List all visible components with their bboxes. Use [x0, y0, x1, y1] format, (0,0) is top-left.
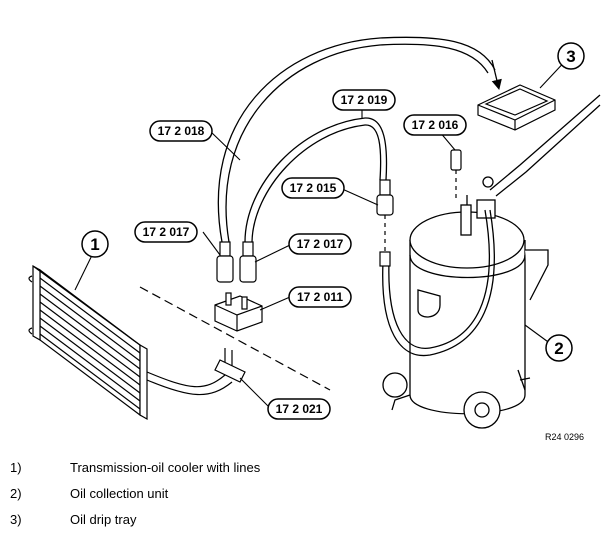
connector-17-2-015	[376, 179, 394, 216]
callout-17-2-016: 17 2 016	[412, 118, 459, 132]
callout-17-2-019: 17 2 019	[341, 93, 388, 107]
legend-number: 3)	[10, 512, 22, 527]
legend-item-1: 1) Transmission-oil cooler with lines	[0, 458, 601, 478]
legend-number: 2)	[10, 486, 22, 501]
legend-text: Transmission-oil cooler with lines	[70, 460, 261, 475]
hose-17-2-019	[244, 117, 388, 243]
legend-text: Oil collection unit	[70, 486, 169, 501]
hose-end-fitting	[379, 251, 391, 267]
transmission-oil-cooler	[28, 264, 148, 421]
diagram-figure: 17 2 018 17 2 019 17 2 016 17 2 015 17 2…	[28, 36, 601, 442]
connector-17-2-016	[450, 149, 462, 200]
oil-drip-tray	[477, 84, 556, 131]
callout-box-17-2-019	[332, 89, 396, 111]
callout-17-2-015: 17 2 015	[290, 181, 337, 195]
item-circle-1	[81, 230, 109, 258]
item-number-2: 2	[554, 339, 563, 358]
callout-17-2-017-right: 17 2 017	[297, 237, 344, 251]
cooler-line	[146, 348, 246, 396]
callout-box-17-2-016	[403, 114, 467, 136]
callout-17-2-018: 17 2 018	[158, 124, 205, 138]
callout-box-17-2-011	[288, 286, 352, 308]
callout-box-17-2-017-right	[288, 233, 352, 255]
connector-17-2-017-right	[239, 241, 257, 283]
oil-collection-unit	[382, 94, 601, 429]
adapter-block	[214, 292, 263, 332]
drip-tray-arrow	[491, 59, 502, 91]
item-circle-3	[557, 42, 585, 70]
figure-reference: R24 0296	[545, 432, 584, 442]
callout-17-2-021: 17 2 021	[276, 402, 323, 416]
hose-17-2-018	[217, 36, 496, 243]
callout-box-17-2-015	[281, 177, 345, 199]
callout-box-17-2-021	[267, 398, 331, 420]
item-number-3: 3	[566, 47, 575, 66]
legend-item-3: 3) Oil drip tray	[0, 510, 601, 530]
callout-17-2-011: 17 2 011	[297, 290, 343, 304]
legend-number: 1)	[10, 460, 22, 475]
callout-box-17-2-018	[149, 120, 213, 142]
callout-box-17-2-017-left	[134, 221, 198, 243]
legend-text: Oil drip tray	[70, 512, 137, 527]
item-number-1: 1	[90, 235, 99, 254]
dashed-line	[139, 286, 331, 391]
legend-item-2: 2) Oil collection unit	[0, 484, 601, 504]
collection-unit-hose	[382, 209, 495, 357]
connector-17-2-017-left	[216, 241, 234, 283]
callout-17-2-017-left: 17 2 017	[143, 225, 190, 239]
item-circle-2	[545, 334, 573, 362]
